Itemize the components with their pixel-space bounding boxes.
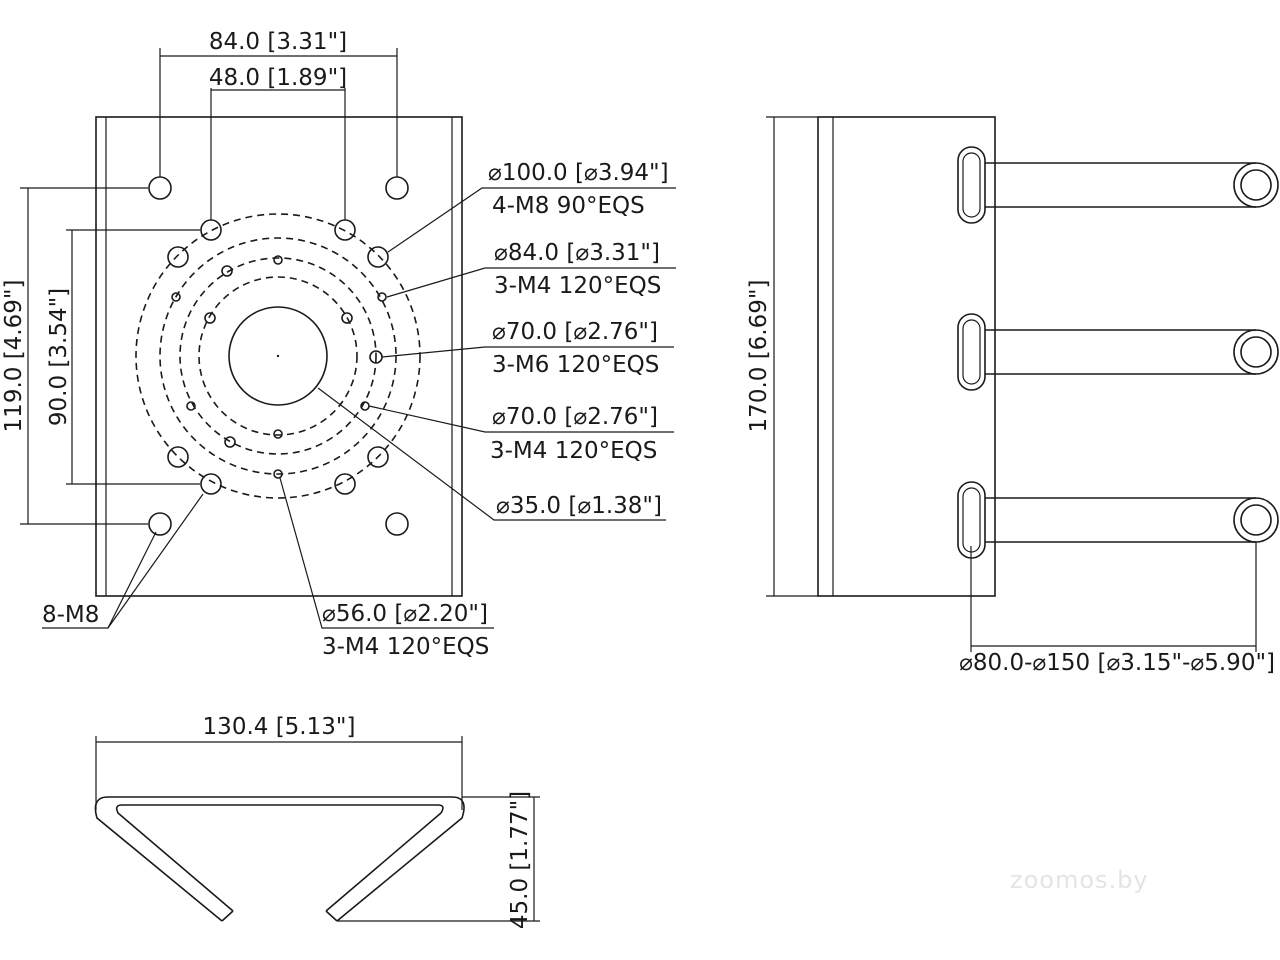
callout-3-line2: 3-M6 120°EQS xyxy=(492,352,659,378)
callout-2-line2: 3-M4 120°EQS xyxy=(494,273,661,299)
m8-hole xyxy=(367,246,389,268)
m8-hole xyxy=(200,219,222,241)
bracket-outline-outer xyxy=(94,796,465,922)
dim-height-outer: 119.0 [4.69"] xyxy=(1,280,27,433)
bottom-callout-line2: 3-M4 120°EQS xyxy=(322,634,489,660)
side-view xyxy=(766,116,1279,652)
corner-hole xyxy=(148,512,172,536)
watermark: zoomos.by xyxy=(1010,866,1149,894)
bolt-circle-70 xyxy=(179,257,377,455)
dim-height-inner: 90.0 [3.54"] xyxy=(46,288,72,426)
corner-hole-label: 8-M8 xyxy=(42,602,99,628)
m8-hole xyxy=(200,473,222,495)
callout-4-line2: 3-M4 120°EQS xyxy=(490,438,657,464)
side-dim-height: 170.0 [6.69"] xyxy=(746,280,772,433)
front-plate xyxy=(95,116,463,597)
callout-1-line2: 4-M8 90°EQS xyxy=(492,193,645,219)
callout-4-line1: ⌀70.0 [⌀2.76"] xyxy=(492,404,658,430)
callout-3-line1: ⌀70.0 [⌀2.76"] xyxy=(492,319,658,345)
bolt-circle-56 xyxy=(198,276,358,436)
dim-width-outer: 84.0 [3.31"] xyxy=(209,29,347,55)
bolt-circle-100 xyxy=(135,213,421,499)
top-dim-width: 130.4 [5.13"] xyxy=(203,714,356,740)
top-view xyxy=(94,736,540,922)
m8-hole xyxy=(334,473,356,495)
side-plate xyxy=(817,116,996,597)
m8-hole xyxy=(367,446,389,468)
corner-hole xyxy=(385,176,409,200)
callout-5-line1: ⌀35.0 [⌀1.38"] xyxy=(496,493,662,519)
top-dim-depth: 45.0 [1.77"] xyxy=(507,791,533,929)
dim-width-inner: 48.0 [1.89"] xyxy=(209,65,347,91)
bottom-callout-line1: ⌀56.0 [⌀2.20"] xyxy=(322,601,488,627)
center-hole xyxy=(228,306,328,406)
corner-hole xyxy=(148,176,172,200)
bracket-outline-inner xyxy=(115,804,444,912)
corner-hole xyxy=(385,512,409,536)
callout-2-line1: ⌀84.0 [⌀3.31"] xyxy=(494,240,660,266)
callout-1-line1: ⌀100.0 [⌀3.94"] xyxy=(488,160,669,186)
front-view xyxy=(20,48,676,629)
m8-hole xyxy=(167,246,189,268)
side-dim-pole: ⌀80.0-⌀150 [⌀3.15"-⌀5.90"] xyxy=(959,650,1275,676)
m8-hole xyxy=(167,446,189,468)
